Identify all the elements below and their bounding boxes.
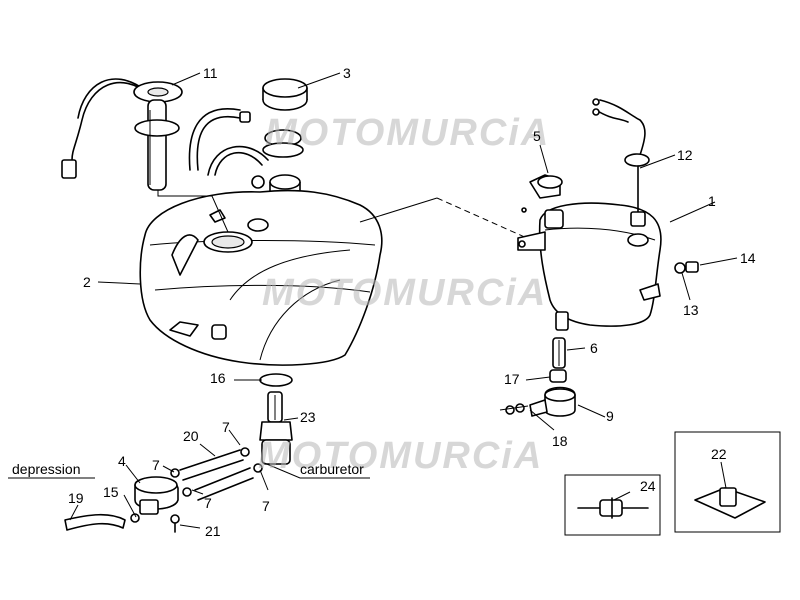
callout-22: 22 (711, 446, 727, 462)
callout-9: 9 (606, 408, 614, 424)
callout-11: 11 (203, 65, 218, 81)
callout-12: 12 (677, 147, 693, 163)
inset-box-22 (674, 431, 781, 533)
watermark-text: MOTOMURCiA (262, 272, 547, 314)
watermark: MOTOMURCiA MOTOMURCiA MOTOMURCiA (258, 112, 550, 477)
depression-label: depression (12, 461, 81, 477)
callout-7: 7 (222, 419, 230, 435)
fuel-cap (262, 78, 308, 205)
fuel-hoses (170, 447, 263, 501)
callout-14: 14 (740, 250, 756, 266)
callout-15: 15 (103, 484, 119, 500)
callout-4: 4 (118, 453, 126, 469)
vent-hoses (188, 108, 269, 189)
callout-numbers: 1 2 3 4 5 6 7 7 7 7 9 11 12 13 14 15 16 … (68, 65, 756, 539)
callout-1: 1 (708, 193, 716, 209)
oil-tank (517, 202, 662, 331)
callout-3: 3 (343, 65, 351, 81)
oil-level-sensor (592, 98, 650, 227)
callout-7: 7 (262, 498, 270, 514)
callout-7: 7 (204, 495, 212, 511)
callout-23: 23 (300, 409, 316, 425)
callout-7: 7 (152, 457, 160, 473)
callout-2: 2 (83, 274, 91, 290)
carburetor-label: carburetor (300, 461, 364, 477)
callout-13: 13 (683, 302, 699, 318)
watermark-text: MOTOMURCiA (258, 435, 543, 477)
depression-hose (64, 513, 126, 531)
inset-box-24 (564, 474, 661, 536)
watermark-text: MOTOMURCiA (265, 112, 550, 154)
callout-17: 17 (504, 371, 520, 387)
callout-6: 6 (590, 340, 598, 356)
fuel-cock (130, 476, 180, 533)
callout-16: 16 (210, 370, 226, 386)
callout-20: 20 (183, 428, 199, 444)
link-line-start (359, 197, 438, 223)
callout-24: 24 (640, 478, 656, 494)
oil-line-parts (499, 337, 576, 417)
bolt-and-washer (674, 261, 699, 274)
callout-21: 21 (205, 523, 221, 539)
fuel-filter (259, 373, 293, 465)
fuel-level-sender (61, 78, 183, 191)
leader-lines (8, 72, 738, 529)
callout-18: 18 (552, 433, 568, 449)
callout-19: 19 (68, 490, 84, 506)
callout-5: 5 (533, 128, 541, 144)
fuel-tank (139, 189, 383, 366)
oil-cap (521, 174, 563, 213)
sender-link (157, 190, 229, 233)
